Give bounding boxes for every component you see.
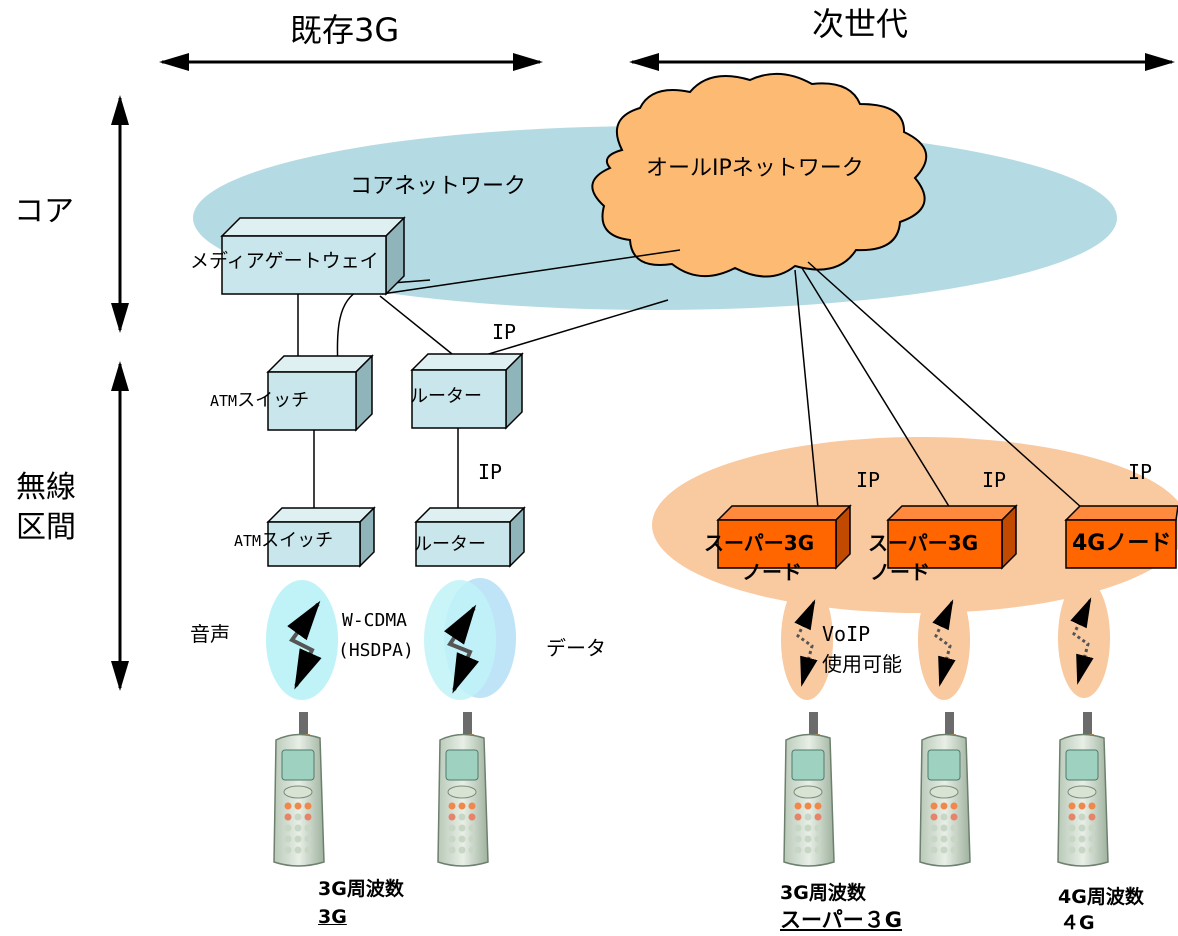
bottom-3g-name: 3G xyxy=(318,906,347,928)
ip-label-super3g-2: IP xyxy=(982,468,1007,492)
bottom-4g-frequency: 4G周波数 xyxy=(1058,886,1144,908)
radio-signal-arrows-3g xyxy=(287,600,480,694)
ip-label-router-link: IP xyxy=(478,460,503,484)
header-next-generation: 次世代 xyxy=(812,5,909,43)
super3g-node-2-label-line2: ノード xyxy=(870,560,930,584)
voice-label: 音声 xyxy=(190,622,230,646)
atm-switch-upper-box xyxy=(266,354,374,432)
side-label-radio-line1: 無線 xyxy=(16,470,76,505)
phone-icon-4g xyxy=(1057,711,1109,867)
voice-radio-ellipse xyxy=(266,580,338,700)
bottom-3g-frequency: 3G周波数 xyxy=(318,878,404,900)
super3g-node-1-label-line1: スーパー3G xyxy=(704,531,815,555)
phone-icon-super3g-2 xyxy=(919,711,971,867)
router-lower-label: ルーター xyxy=(414,534,486,555)
super3g-node-1-box xyxy=(716,504,852,570)
wcdma-label-line2: (HSDPA) xyxy=(338,640,414,661)
atm-switch-lower-label: ATMスイッチ xyxy=(234,530,334,551)
all-ip-network-label: オールIPネットワーク xyxy=(646,156,864,181)
ip-label-super3g-1: IP xyxy=(856,468,881,492)
voip-label-line2: 使用可能 xyxy=(822,652,902,676)
phone-icon-data xyxy=(437,711,489,867)
router-upper-label: ルーター xyxy=(410,386,482,407)
phone-icon-super3g-1 xyxy=(783,711,835,867)
ip-label-core-link: IP xyxy=(492,320,517,344)
all-ip-cloud xyxy=(591,72,928,278)
bottom-4g-name: ４G xyxy=(1060,912,1095,934)
data-label: データ xyxy=(546,636,606,660)
4g-radio-ellipse xyxy=(1058,578,1110,698)
core-network-label: コアネットワーク xyxy=(350,174,527,199)
data-radio-ellipse-front xyxy=(424,580,496,700)
phone-icon-voice xyxy=(273,711,325,867)
connection-lines xyxy=(297,249,1083,509)
super3g-node-2-label-line1: スーパー3G xyxy=(868,531,979,555)
router-lower-box xyxy=(414,506,526,568)
radio-signal-arrows-nextgen xyxy=(794,597,1094,687)
4g-node-label: 4Gノード xyxy=(1072,531,1172,556)
atm-switch-upper-label: ATMスイッチ xyxy=(210,390,310,411)
voip-label-line1: VoIP xyxy=(822,622,871,646)
4g-node-box xyxy=(1064,505,1178,569)
super3g-node-1-label-line2: ノード xyxy=(742,560,802,584)
atm-switch-lower-box xyxy=(266,506,376,568)
super3g-node-2-box xyxy=(886,504,1018,570)
side-label-radio-line2: 区間 xyxy=(16,510,76,545)
side-label-core: コア xyxy=(14,194,74,229)
wcdma-label-line1: W-CDMA xyxy=(342,610,408,631)
router-upper-box xyxy=(410,352,524,430)
media-gateway-box xyxy=(220,216,406,296)
header-existing-3g: 既存3G xyxy=(290,11,400,49)
media-gateway-label: メディアゲートウェイ xyxy=(190,250,379,272)
bottom-super3g-frequency: 3G周波数 xyxy=(780,882,866,904)
bottom-super3g-name: スーパー３G xyxy=(780,908,903,932)
super3g-radio-ellipse-2 xyxy=(918,580,970,700)
ip-label-4g: IP xyxy=(1128,460,1153,484)
